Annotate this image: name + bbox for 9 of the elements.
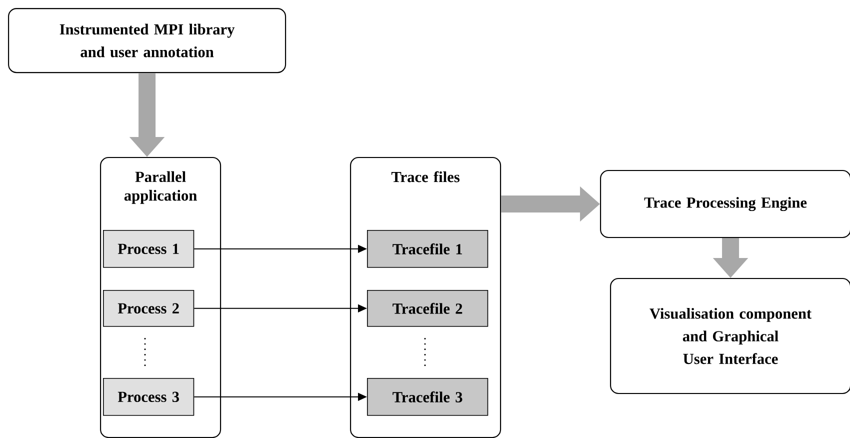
file-box: Process 3 [103, 378, 194, 416]
process-box: Instrumented MPI library and user annotation [8, 8, 286, 74]
file-box: Tracefile 2 [367, 290, 488, 327]
file-box: Tracefile 1 [367, 230, 488, 268]
process-box: Visualisation component and Graphical User Interface [610, 278, 850, 394]
file-box: Process 1 [103, 230, 194, 268]
file-box: Process 2 [103, 290, 194, 327]
process-box: Trace Processing Engine [600, 170, 850, 238]
file-box: Tracefile 3 [367, 378, 488, 416]
